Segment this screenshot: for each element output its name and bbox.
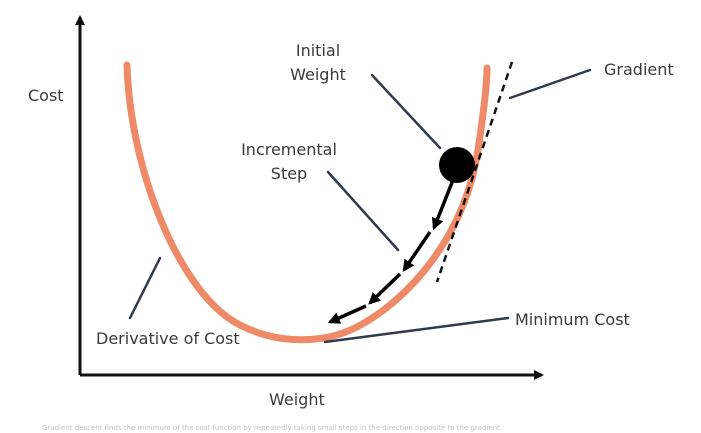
- initial-weight-pointer: [370, 73, 442, 150]
- x-axis-label: Weight: [269, 390, 325, 409]
- cost-curve: [123, 61, 491, 344]
- derivative-of-cost-label: Derivative of Cost: [96, 329, 240, 348]
- incremental-steps: [327, 179, 455, 324]
- initial-weight-label-line2: Weight: [290, 65, 346, 84]
- incremental-step-label-line1: Incremental: [241, 140, 337, 159]
- initial-weight-ball: [439, 147, 475, 183]
- gradient-tangent-line: [435, 61, 514, 283]
- minimum-cost-label: Minimum Cost: [515, 310, 630, 329]
- step-arrow-4: [327, 304, 367, 324]
- caption-text: Gradient descent finds the minimum of th…: [42, 424, 500, 432]
- gradient-label: Gradient: [604, 60, 674, 79]
- gradient-pointer: [508, 68, 592, 100]
- initial-weight-label-line1: Initial: [296, 41, 340, 60]
- incremental-step-label-line2: Step: [271, 164, 307, 183]
- step-arrow-2: [402, 231, 432, 272]
- step-arrow-1: [431, 179, 455, 231]
- minimum-cost-pointer: [323, 316, 510, 344]
- step-arrow-3: [368, 272, 402, 305]
- incremental-step-pointer: [326, 170, 400, 252]
- derivative-pointer: [128, 256, 162, 320]
- y-axis-label: Cost: [28, 86, 64, 105]
